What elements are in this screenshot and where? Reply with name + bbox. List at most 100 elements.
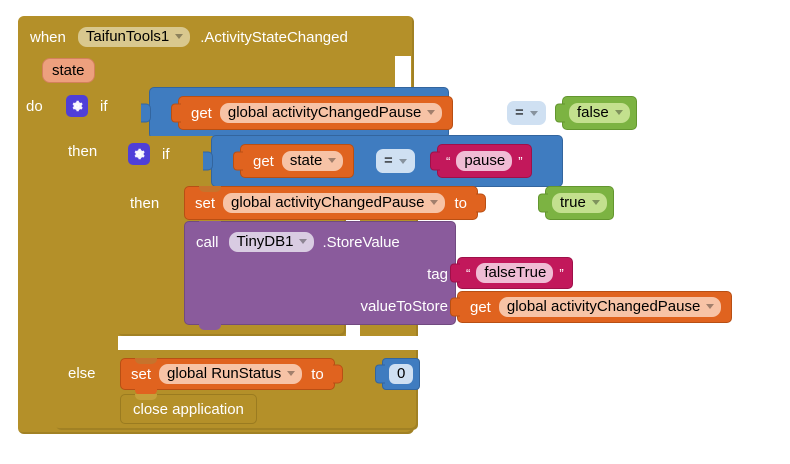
get-inner-plug: [233, 151, 243, 171]
when-label: when: [30, 28, 66, 46]
operator-label-inner: =: [384, 152, 393, 170]
chevron-down-icon: [398, 158, 407, 164]
chevron-down-icon: [299, 239, 308, 244]
call-header-row: call TinyDB1 .StoreValue: [196, 228, 400, 256]
logic-true-block[interactable]: true: [538, 186, 614, 220]
variable-dropdown-label-outer: global activityChangedPause: [227, 103, 422, 121]
logic-false-label: false: [577, 103, 609, 121]
statement-notch-top: [199, 186, 221, 192]
get-outer-plug: [171, 103, 181, 123]
chevron-down-icon: [287, 371, 296, 376]
operator-label-outer: =: [515, 104, 524, 122]
outer-then-label-wrap: then: [68, 140, 97, 162]
text-field-falsetrue[interactable]: falseTrue: [476, 262, 554, 284]
close-quote-falsetrue: ”: [559, 265, 564, 281]
close-quote-pause: ”: [518, 153, 523, 169]
valuetostore-label: valueToStore: [360, 297, 448, 315]
close-app-notch-top: [135, 394, 157, 400]
inner-then-label-wrap: then: [130, 192, 159, 214]
get-label-inner: get: [253, 152, 274, 170]
open-quote-pause: “: [446, 153, 451, 169]
set-label-runstatus: set: [131, 365, 152, 383]
inner-if-below-cut: [118, 336, 418, 350]
chevron-down-icon: [427, 110, 436, 115]
inner-then-label: then: [130, 194, 160, 212]
outer-if-header: if: [66, 92, 108, 120]
text-pause-plug: [430, 151, 440, 171]
chevron-down-icon: [529, 110, 538, 116]
do-label: do: [26, 97, 43, 115]
call-method-label: .StoreValue: [322, 233, 400, 251]
call-notch-bottom: [199, 324, 221, 330]
chevron-down-icon: [175, 34, 184, 39]
variable-get-block-valuetostore[interactable]: get global activityChangedPause: [450, 291, 733, 323]
set-variable-block-runstatus[interactable]: set global RunStatus to: [120, 358, 343, 395]
control-close-application-block[interactable]: close application: [120, 394, 257, 424]
operator-dropdown-outer[interactable]: =: [507, 101, 546, 125]
tag-label: tag: [427, 265, 448, 283]
close-application-label: close application: [133, 400, 244, 418]
chevron-down-icon: [591, 200, 600, 205]
statement-notch-top-runstatus: [135, 358, 157, 364]
inner-if-header: if: [128, 140, 170, 168]
set-variable-label-runstatus: global RunStatus: [167, 364, 282, 382]
text-value-falsetrue: falseTrue: [484, 263, 547, 281]
variable-dropdown-valuetostore[interactable]: global activityChangedPause: [498, 296, 722, 318]
variable-dropdown-label-inner: state: [289, 151, 323, 169]
outer-else-label: else: [68, 364, 96, 382]
component-dropdown-taifuntools1[interactable]: TaifunTools1: [77, 26, 191, 48]
operator-dropdown-inner[interactable]: =: [376, 149, 415, 173]
set-variable-block-activitychangedpause[interactable]: set global activityChangedPause to: [184, 186, 486, 220]
call-component-dropdown-tinydb1[interactable]: TinyDB1: [228, 231, 315, 253]
to-label-activitychangedpause: to: [454, 194, 467, 212]
get-valuetostore-plug: [450, 297, 460, 317]
set-variable-dropdown-activitychangedpause[interactable]: global activityChangedPause: [223, 192, 446, 214]
math-number-value: 0: [397, 365, 406, 383]
call-arg-label-valuetostore: valueToStore: [288, 294, 448, 318]
event-parameter-state[interactable]: state: [42, 58, 95, 83]
number-plug: [375, 364, 385, 384]
math-number-field[interactable]: 0: [389, 364, 414, 384]
set-value-socket-runstatus: [332, 364, 343, 384]
text-block-falsetrue[interactable]: “ falseTrue ”: [450, 257, 573, 289]
text-falsetrue-plug: [450, 263, 460, 283]
call-label: call: [196, 233, 219, 251]
get-label-outer: get: [191, 104, 212, 122]
call-component-label: TinyDB1: [236, 232, 294, 250]
gear-icon[interactable]: [128, 143, 150, 165]
variable-dropdown-inner[interactable]: state: [281, 150, 344, 172]
logic-false-dropdown[interactable]: false: [569, 102, 630, 124]
set-variable-dropdown-runstatus[interactable]: global RunStatus: [159, 363, 303, 385]
logic-true-label: true: [560, 193, 586, 211]
logic-false-block[interactable]: false: [555, 96, 637, 130]
math-number-block-zero[interactable]: 0: [375, 358, 421, 390]
chevron-down-icon: [706, 304, 715, 309]
statement-notch-bottom-runstatus: [135, 389, 157, 395]
inner-if-label: if: [162, 145, 170, 163]
event-header-row: when TaifunTools1 .ActivityStateChanged: [30, 24, 348, 50]
get-label-valuetostore: get: [470, 298, 491, 316]
chevron-down-icon: [614, 110, 623, 115]
gear-icon[interactable]: [66, 95, 88, 117]
variable-dropdown-label-valuetostore: global activityChangedPause: [506, 297, 701, 315]
variable-dropdown-outer[interactable]: global activityChangedPause: [219, 102, 443, 124]
set-label-activitychangedpause: set: [195, 194, 216, 212]
chevron-down-icon: [430, 200, 439, 205]
comparison-inner-plug: [203, 151, 213, 171]
outer-then-label: then: [68, 142, 98, 160]
do-label-wrap: do: [26, 95, 43, 117]
variable-get-block-outer[interactable]: get global activityChangedPause: [171, 96, 454, 130]
event-parameter-label: state: [52, 62, 85, 79]
chevron-down-icon: [328, 158, 337, 163]
variable-get-block-inner[interactable]: get state: [233, 144, 355, 178]
text-value-pause: pause: [464, 151, 506, 169]
logic-true-dropdown[interactable]: true: [552, 192, 607, 214]
comparison-outer-plug: [141, 103, 151, 123]
outer-if-label: if: [100, 97, 108, 115]
call-notch-top: [199, 221, 221, 227]
text-field-pause[interactable]: pause: [456, 150, 513, 172]
to-label-runstatus: to: [311, 365, 324, 383]
true-plug: [538, 193, 548, 213]
text-block-pause[interactable]: “ pause ”: [430, 144, 532, 178]
open-quote-falsetrue: “: [466, 265, 471, 281]
